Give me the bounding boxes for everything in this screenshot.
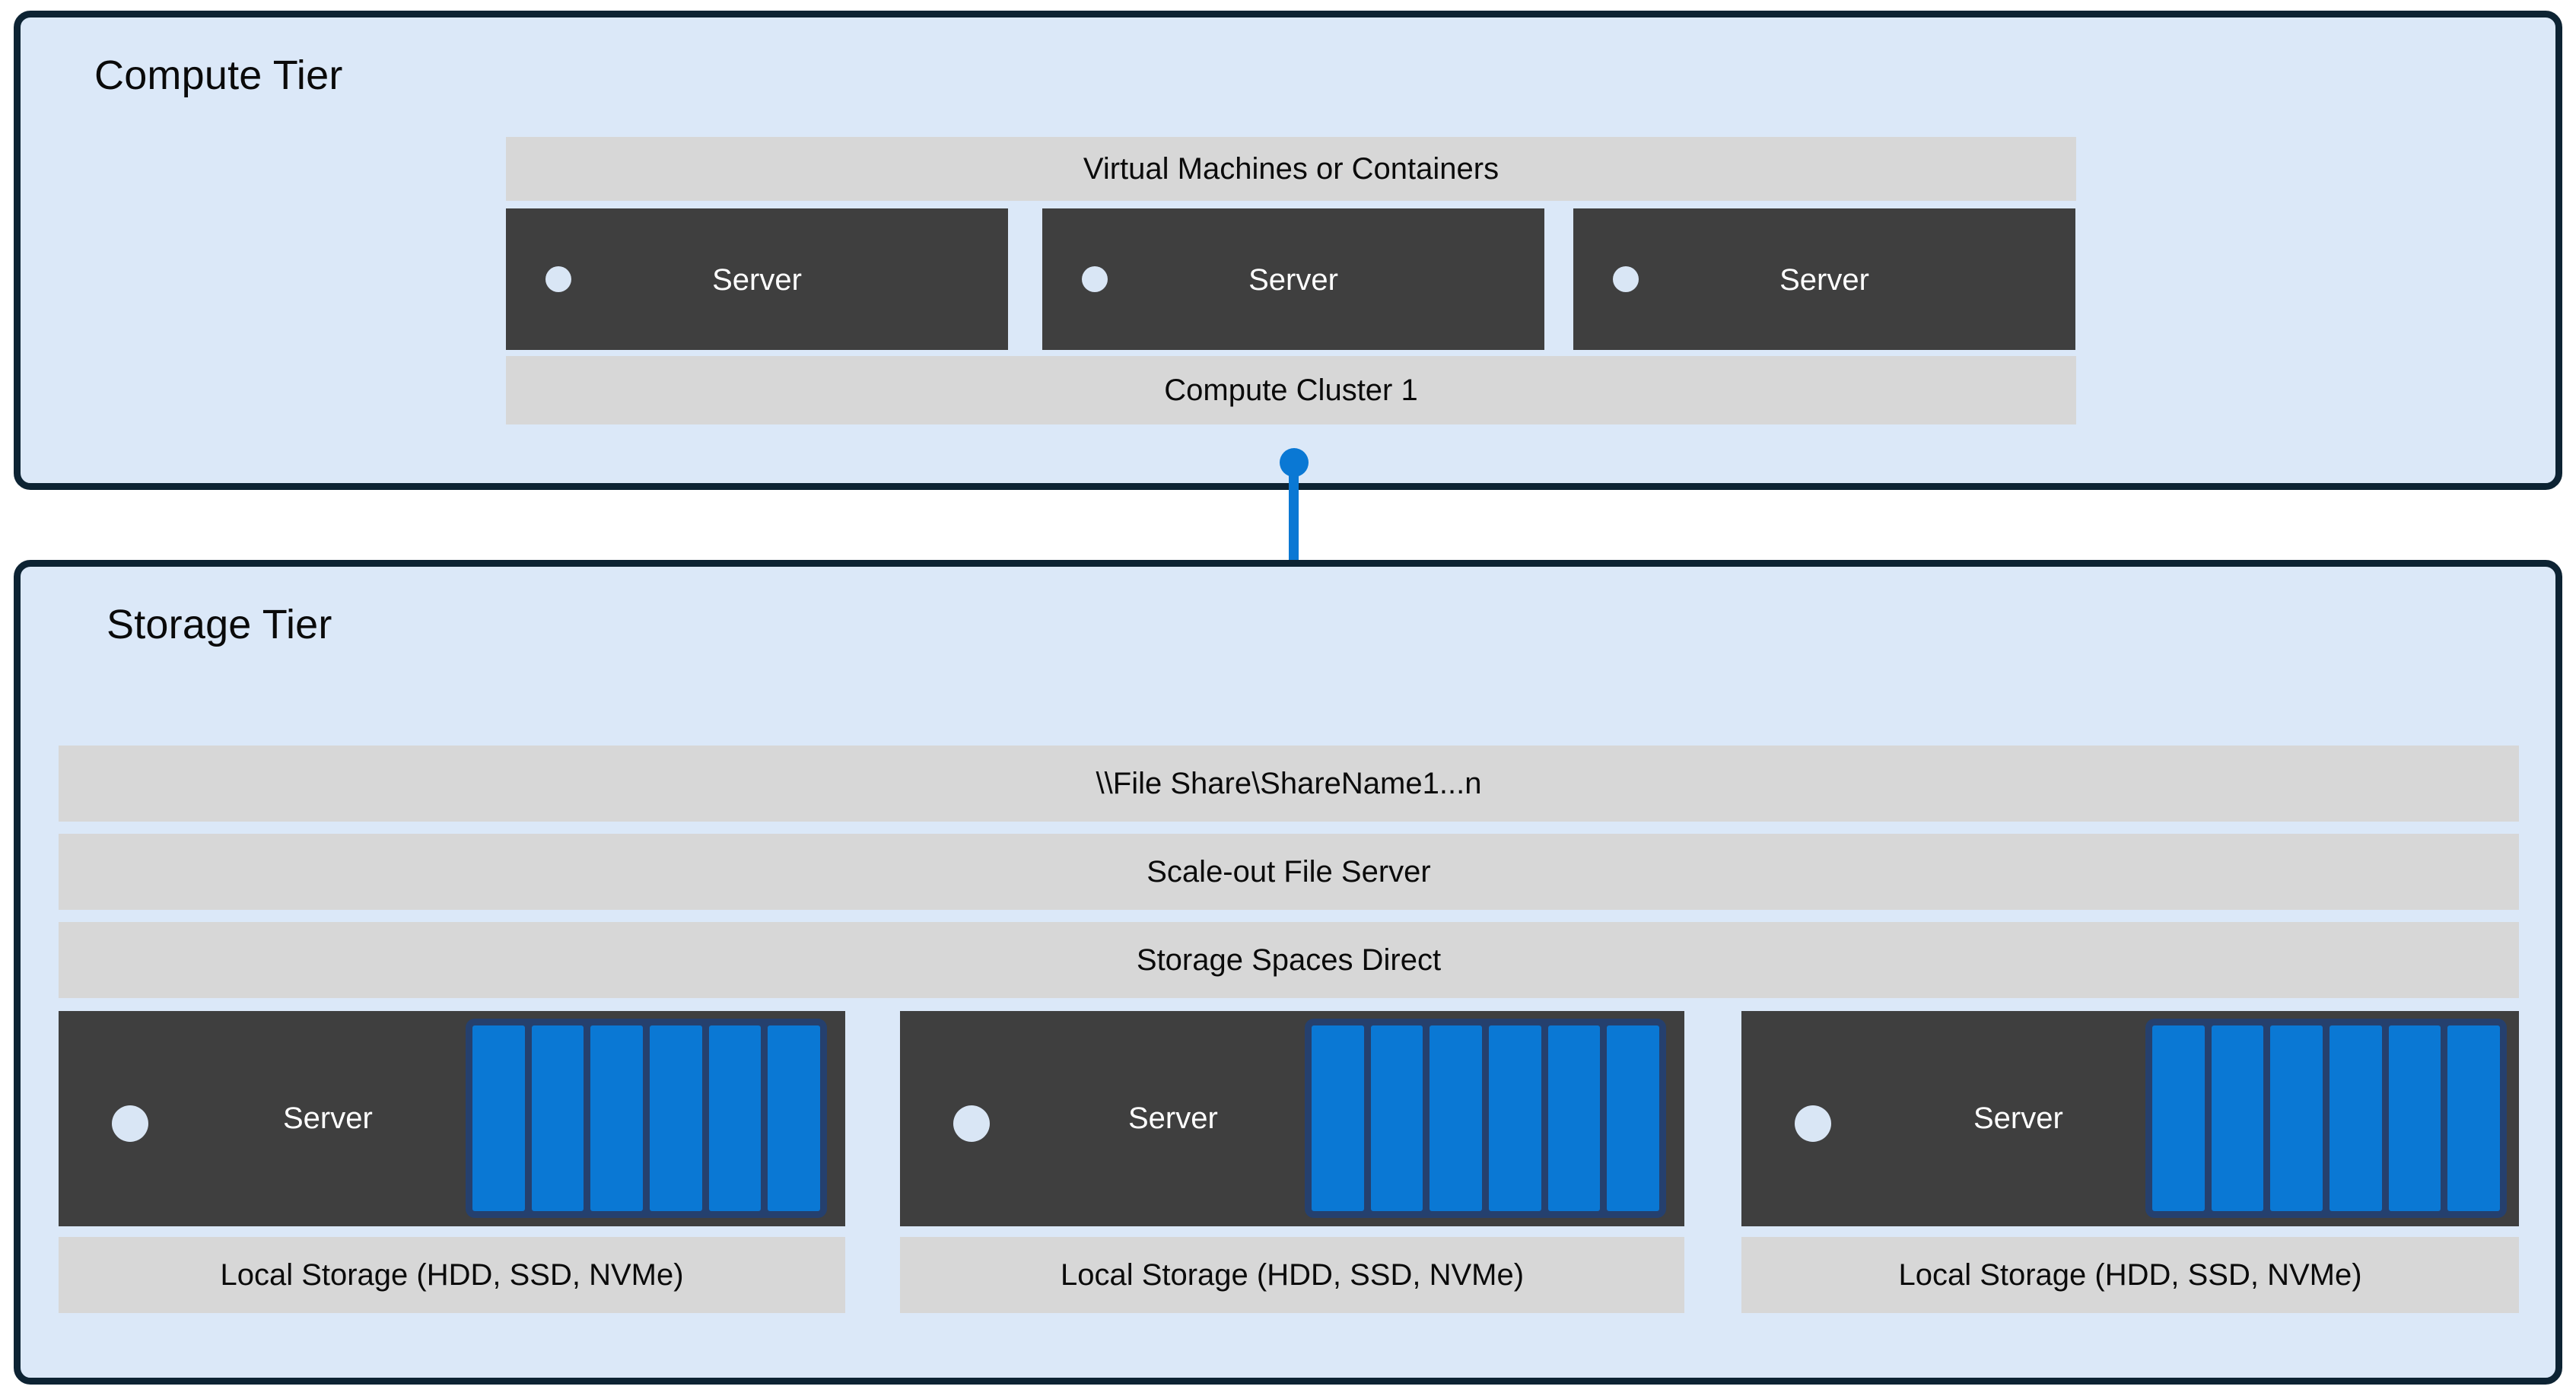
compute-tier-title: Compute Tier	[94, 52, 343, 98]
status-dot-icon	[1613, 266, 1639, 292]
storage-server-3[interactable]: Server	[1741, 1011, 2519, 1226]
disk-drive-icon	[2330, 1025, 2382, 1211]
disk-drive-icon	[650, 1025, 702, 1211]
storage-server-2-label: Server	[1128, 1102, 1218, 1135]
disk-drive-icon	[1607, 1025, 1660, 1211]
disk-array-3	[2145, 1019, 2507, 1218]
disk-drive-icon	[2270, 1025, 2323, 1211]
status-dot-icon	[1795, 1105, 1831, 1142]
compute-server-3[interactable]: Server	[1573, 208, 2075, 350]
storage-server-3-label: Server	[1973, 1102, 2063, 1135]
disk-drive-icon	[590, 1025, 644, 1211]
connector-dot-icon	[1280, 448, 1309, 477]
disk-drive-icon	[472, 1025, 525, 1211]
disk-array-1	[466, 1019, 827, 1218]
disk-drive-icon	[1547, 1025, 1601, 1211]
storage-server-1[interactable]: Server	[59, 1011, 845, 1226]
disk-drive-icon	[1489, 1025, 1541, 1211]
virtual-machines-bar: Virtual Machines or Containers	[506, 137, 2076, 201]
disk-drive-icon	[1430, 1025, 1483, 1211]
compute-server-2-label: Server	[1248, 263, 1338, 297]
scale-out-file-server-bar: Scale-out File Server	[59, 834, 2519, 910]
disk-drive-icon	[2211, 1025, 2264, 1211]
local-storage-bar-3: Local Storage (HDD, SSD, NVMe)	[1741, 1237, 2519, 1313]
storage-node-3: Server Local Storage (HDD, SSD, NVMe)	[1741, 1011, 2519, 1313]
status-dot-icon	[1082, 266, 1108, 292]
status-dot-icon	[545, 266, 571, 292]
storage-server-2[interactable]: Server	[900, 1011, 1684, 1226]
file-share-bar: \\File Share\ShareName1...n	[59, 746, 2519, 822]
storage-node-1: Server Local Storage (HDD, SSD, NVMe)	[59, 1011, 845, 1313]
compute-server-1[interactable]: Server	[506, 208, 1008, 350]
local-storage-bar-1: Local Storage (HDD, SSD, NVMe)	[59, 1237, 845, 1313]
compute-cluster-bar: Compute Cluster 1	[506, 356, 2076, 424]
disk-drive-icon	[708, 1025, 762, 1211]
status-dot-icon	[112, 1105, 148, 1142]
compute-server-3-label: Server	[1779, 263, 1869, 297]
storage-spaces-direct-bar: Storage Spaces Direct	[59, 922, 2519, 998]
disk-drive-icon	[2447, 1025, 2501, 1211]
disk-drive-icon	[2152, 1025, 2205, 1211]
disk-array-2	[1305, 1019, 1666, 1218]
compute-server-1-label: Server	[712, 263, 802, 297]
disk-drive-icon	[768, 1025, 821, 1211]
disk-drive-icon	[1370, 1025, 1423, 1211]
compute-server-2[interactable]: Server	[1042, 208, 1544, 350]
disk-drive-icon	[2388, 1025, 2441, 1211]
status-dot-icon	[953, 1105, 990, 1142]
storage-server-1-label: Server	[283, 1102, 373, 1135]
disk-drive-icon	[1312, 1025, 1364, 1211]
storage-tier-title: Storage Tier	[107, 602, 332, 647]
disk-drive-icon	[531, 1025, 584, 1211]
local-storage-bar-2: Local Storage (HDD, SSD, NVMe)	[900, 1237, 1684, 1313]
storage-node-2: Server Local Storage (HDD, SSD, NVMe)	[900, 1011, 1684, 1313]
